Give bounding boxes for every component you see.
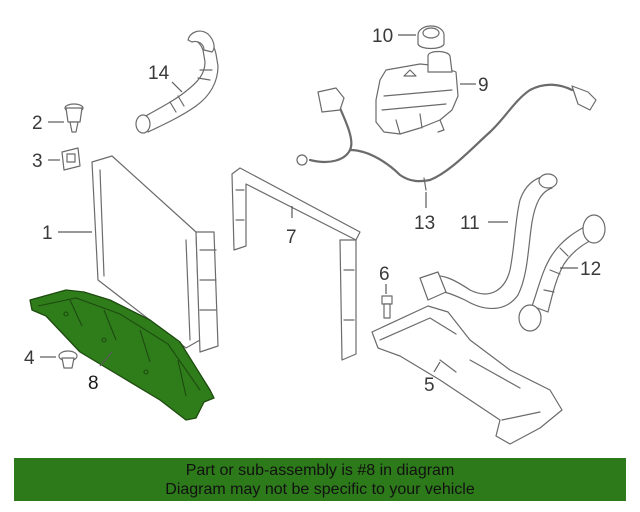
callout-2: 2 xyxy=(32,113,43,134)
leader-lines xyxy=(40,34,578,373)
part-13-wiring-harness[interactable] xyxy=(296,83,597,191)
part-5-lower-deflector[interactable] xyxy=(371,305,563,445)
part-2-clip[interactable] xyxy=(64,103,84,133)
part-1-radiator[interactable] xyxy=(91,155,219,353)
info-banner: Part or sub-assembly is #8 in diagram Di… xyxy=(14,458,626,501)
part-7-shroud-frame[interactable] xyxy=(231,167,361,361)
part-12-hose[interactable] xyxy=(518,214,606,332)
part-14-upper-hose[interactable] xyxy=(135,30,219,134)
part-6-bolt[interactable] xyxy=(381,295,393,319)
callout-12: 12 xyxy=(580,259,601,280)
callout-10: 10 xyxy=(372,26,393,47)
banner-line-1: Part or sub-assembly is #8 in diagram xyxy=(185,462,455,479)
banner-line-2: Diagram may not be specific to your vehi… xyxy=(165,481,475,498)
callout-labels: 1 2 3 4 5 6 7 8 9 10 11 12 13 14 xyxy=(24,26,601,396)
callout-7: 7 xyxy=(286,227,297,248)
part-4-clip[interactable] xyxy=(58,350,78,369)
callout-13: 13 xyxy=(414,213,435,234)
parts-diagram: 1 2 3 4 5 6 7 8 9 10 11 12 13 14 xyxy=(24,25,606,445)
callout-11: 11 xyxy=(460,213,480,234)
part-9-expansion-tank[interactable] xyxy=(375,50,459,135)
part-11-lower-hose[interactable] xyxy=(419,173,558,310)
callout-8: 8 xyxy=(88,373,99,394)
part-8-lower-air-guide[interactable] xyxy=(29,289,215,421)
part-10-cap[interactable] xyxy=(417,25,445,50)
callout-1: 1 xyxy=(42,223,53,244)
callout-5: 5 xyxy=(424,375,435,396)
callout-3: 3 xyxy=(32,151,43,172)
callout-14: 14 xyxy=(148,63,170,84)
callout-9: 9 xyxy=(478,75,489,96)
part-3-clip[interactable] xyxy=(61,147,81,171)
callout-6: 6 xyxy=(379,264,390,285)
callout-4: 4 xyxy=(24,348,35,369)
